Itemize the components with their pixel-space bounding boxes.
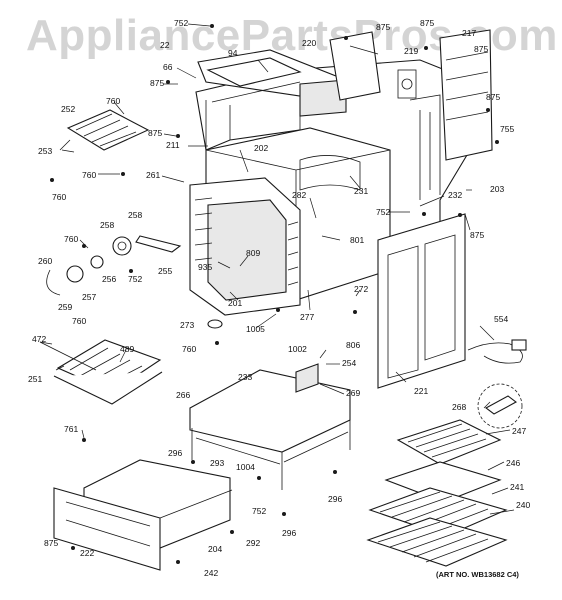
broil-element [59, 109, 150, 151]
callout-211: 211 [166, 140, 180, 150]
callout-472: 472 [32, 334, 46, 344]
callout-1005: 1005 [246, 324, 265, 334]
callout-257: 257 [82, 292, 96, 302]
callout-760: 760 [106, 96, 120, 106]
callout-277: 277 [300, 312, 314, 322]
parts-art [39, 24, 527, 571]
callout-254: 254 [342, 358, 356, 368]
screws [50, 24, 499, 564]
broiler-pan [384, 419, 502, 503]
callout-282: 282 [292, 190, 306, 200]
callout-1004: 1004 [236, 462, 255, 472]
callout-220: 220 [302, 38, 316, 48]
callout-809: 809 [246, 248, 260, 258]
callout-293: 293 [210, 458, 224, 468]
callout-259: 259 [58, 302, 72, 312]
callout-202: 202 [254, 143, 268, 153]
callout-268: 268 [452, 402, 466, 412]
callout-752: 752 [376, 207, 390, 217]
callout-760: 760 [182, 344, 196, 354]
callout-231: 231 [354, 186, 368, 196]
callout-94: 94 [228, 48, 238, 58]
terminal-block-inset [477, 383, 523, 429]
callout-266: 266 [176, 390, 190, 400]
top-rail-parts [197, 29, 493, 161]
callout-554: 554 [494, 314, 508, 324]
callout-255: 255 [158, 266, 172, 276]
callout-296: 296 [168, 448, 182, 458]
callout-752: 752 [174, 18, 188, 28]
control-components [46, 235, 182, 296]
callout-258: 258 [128, 210, 142, 220]
callout-761: 761 [64, 424, 78, 434]
callout-240: 240 [516, 500, 530, 510]
callout-875: 875 [148, 128, 162, 138]
callout-760: 760 [52, 192, 66, 202]
callout-296: 296 [282, 528, 296, 538]
callout-66: 66 [163, 62, 173, 72]
callout-251: 251 [28, 374, 42, 384]
callout-269: 269 [346, 388, 360, 398]
oven-racks [366, 487, 508, 567]
callout-760: 760 [64, 234, 78, 244]
callout-labels: 752 22 94 220 875 875 219 217 875 66 875… [28, 18, 530, 578]
callout-247: 247 [512, 426, 526, 436]
bake-element [39, 339, 163, 405]
callout-752: 752 [252, 506, 266, 516]
callout-875: 875 [44, 538, 58, 548]
callout-875: 875 [420, 18, 434, 28]
callout-760: 760 [72, 316, 86, 326]
callout-292: 292 [246, 538, 260, 548]
callout-261: 261 [146, 170, 160, 180]
callout-258: 258 [100, 220, 114, 230]
art-number: (ART NO. WB13682 C4) [436, 570, 519, 579]
callout-221: 221 [414, 386, 428, 396]
callout-246: 246 [506, 458, 520, 468]
callout-806: 806 [346, 340, 360, 350]
side-panel [377, 213, 466, 389]
rack-support-273 [207, 319, 223, 329]
callout-233: 233 [238, 372, 252, 382]
callout-260: 260 [38, 256, 52, 266]
callout-252: 252 [61, 104, 75, 114]
leader-lines [39, 23, 515, 515]
callout-232: 232 [448, 190, 462, 200]
callout-22: 22 [160, 40, 170, 50]
callout-201: 201 [228, 298, 242, 308]
power-cord [467, 339, 527, 364]
callout-217: 217 [462, 28, 476, 38]
callout-935: 935 [198, 262, 212, 272]
callout-296: 296 [328, 494, 342, 504]
callout-219: 219 [404, 46, 418, 56]
callout-1002: 1002 [288, 344, 307, 354]
callout-875: 875 [376, 22, 390, 32]
callout-272: 272 [354, 284, 368, 294]
callout-760: 760 [82, 170, 96, 180]
drawer-support-frame [189, 363, 351, 490]
callout-256: 256 [102, 274, 116, 284]
callout-875: 875 [486, 92, 500, 102]
callout-242: 242 [204, 568, 218, 578]
callout-875: 875 [474, 44, 488, 54]
oven-front-frame [189, 177, 301, 316]
callout-253: 253 [38, 146, 52, 156]
callout-875: 875 [150, 78, 164, 88]
callout-755: 755 [500, 124, 514, 134]
callout-241: 241 [510, 482, 524, 492]
callout-273: 273 [180, 320, 194, 330]
callout-203: 203 [490, 184, 504, 194]
callout-875: 875 [470, 230, 484, 240]
storage-drawer [53, 459, 233, 571]
callout-752: 752 [128, 274, 142, 284]
callout-801: 801 [350, 235, 364, 245]
callout-489: 489 [120, 344, 134, 354]
callout-204: 204 [208, 544, 222, 554]
callout-222: 222 [80, 548, 94, 558]
